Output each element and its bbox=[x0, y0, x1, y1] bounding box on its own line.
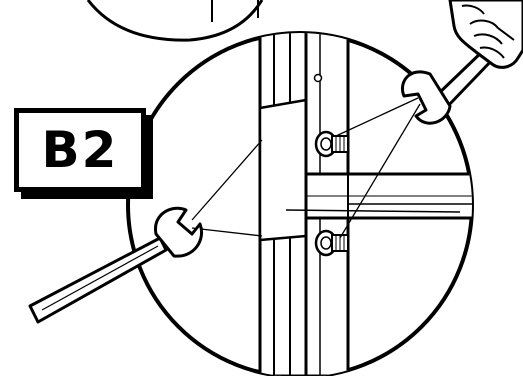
detail-circle bbox=[128, 0, 486, 376]
previous-step-circle bbox=[88, 0, 262, 40]
step-label: B2 bbox=[42, 125, 119, 175]
bolt-icon-upper bbox=[316, 132, 348, 156]
hand-icon bbox=[450, 0, 523, 67]
post-hole bbox=[315, 75, 322, 82]
crossbeam bbox=[286, 174, 486, 218]
bolt-icon-lower bbox=[316, 231, 348, 255]
step-label-box: B2 bbox=[14, 108, 146, 192]
